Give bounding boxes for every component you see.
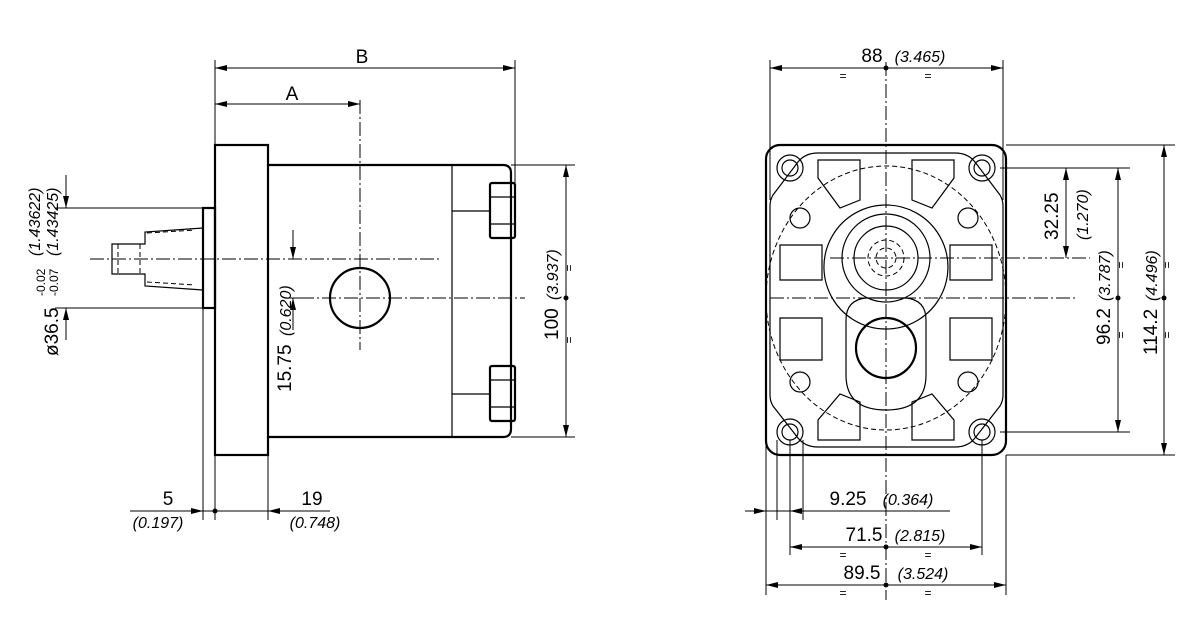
- flange-thickness-mm: 19: [301, 489, 322, 510]
- edge-to-bolt-mm: 9.25: [830, 489, 867, 510]
- svg-text:(1.43622): (1.43622): [27, 188, 44, 257]
- svg-text:(1.43425): (1.43425): [45, 188, 62, 257]
- body-height-label: 100 (3.937): [542, 249, 563, 340]
- side-view: B A ø36.5 -0.02 -0.07 (1.43622) (1.43425…: [27, 47, 576, 532]
- svg-text:ø36.5: ø36.5: [42, 307, 63, 356]
- seal-outline: [765, 165, 1007, 431]
- svg-text:114.2: 114.2: [1141, 309, 1162, 355]
- shaft-dia-label: ø36.5 -0.02 -0.07 (1.43622) (1.43425): [27, 188, 63, 357]
- symmetry-mark: =: [839, 548, 846, 562]
- total-width-mm: 88: [861, 46, 882, 67]
- symmetry-mark: =: [1160, 331, 1174, 338]
- symmetry-mark: =: [1160, 261, 1174, 268]
- svg-text:=: =: [1160, 331, 1174, 338]
- svg-text:96.2: 96.2: [1094, 308, 1115, 345]
- flange-width-inch: (3.524): [898, 566, 949, 583]
- port-offset-label: 15.75 (0.620): [275, 285, 296, 392]
- bolt-spacing-v-label: 96.2 (3.787): [1094, 250, 1115, 345]
- bolt-head-lower: [452, 364, 517, 423]
- symmetry-mark: =: [839, 586, 846, 600]
- svg-text:=: =: [562, 264, 576, 271]
- bolt-spacing-h-mm: 71.5: [846, 525, 883, 546]
- flange-thickness-inch: (0.748): [290, 515, 341, 532]
- svg-text:32.25: 32.25: [1042, 192, 1063, 240]
- svg-text:(4.496): (4.496): [1144, 250, 1161, 301]
- edge-to-bolt-inch: (0.364): [883, 492, 934, 509]
- symmetry-mark: =: [562, 336, 576, 343]
- dim-a-label: A: [286, 84, 299, 105]
- upper-offset-label: 32.25: [1042, 192, 1063, 240]
- svg-text:15.75: 15.75: [275, 344, 296, 392]
- front-view: 88 (3.465) = = 32.25 (1.270) 96.2 (3.787…: [745, 46, 1175, 600]
- total-width-inch: (3.465): [895, 49, 946, 66]
- bolt-head-upper: [452, 181, 517, 240]
- svg-text:=: =: [1114, 261, 1128, 268]
- bolt-spacing-h-inch: (2.815): [895, 528, 946, 545]
- flange-step-mm: 5: [163, 489, 174, 510]
- svg-text:=: =: [1114, 331, 1128, 338]
- svg-text:100: 100: [542, 308, 563, 340]
- svg-text:=: =: [1160, 261, 1174, 268]
- svg-text:=: =: [562, 336, 576, 343]
- inner-holes: [789, 207, 979, 393]
- center-boss: [823, 204, 949, 330]
- pilot-step: [201, 206, 217, 310]
- dim-b-label: B: [356, 47, 369, 68]
- svg-text:-0.02: -0.02: [34, 268, 48, 296]
- svg-text:(3.787): (3.787): [1097, 250, 1114, 301]
- cast-pockets: [779, 159, 993, 441]
- port-boss: [845, 297, 927, 411]
- front-body-outline: [769, 152, 1004, 448]
- symmetry-mark: =: [924, 548, 931, 562]
- symmetry-mark: =: [839, 69, 846, 83]
- symmetry-mark: =: [562, 264, 576, 271]
- symmetry-mark: =: [1114, 331, 1128, 338]
- svg-text:(0.620): (0.620): [278, 285, 295, 336]
- pump-body: [268, 163, 513, 439]
- upper-offset-inch: (1.270): [1075, 189, 1092, 240]
- flange-width-mm: 89.5: [844, 563, 881, 584]
- svg-text:(1.270): (1.270): [1075, 189, 1092, 240]
- svg-text:(3.937): (3.937): [545, 249, 562, 300]
- symmetry-mark: =: [924, 69, 931, 83]
- mounting-flange: [213, 143, 270, 457]
- flange-step-inch: (0.197): [133, 515, 184, 532]
- symmetry-mark: =: [924, 586, 931, 600]
- svg-text:-0.07: -0.07: [47, 268, 61, 296]
- symmetry-mark: =: [1114, 261, 1128, 268]
- total-height-label: 114.2 (4.496): [1141, 250, 1162, 355]
